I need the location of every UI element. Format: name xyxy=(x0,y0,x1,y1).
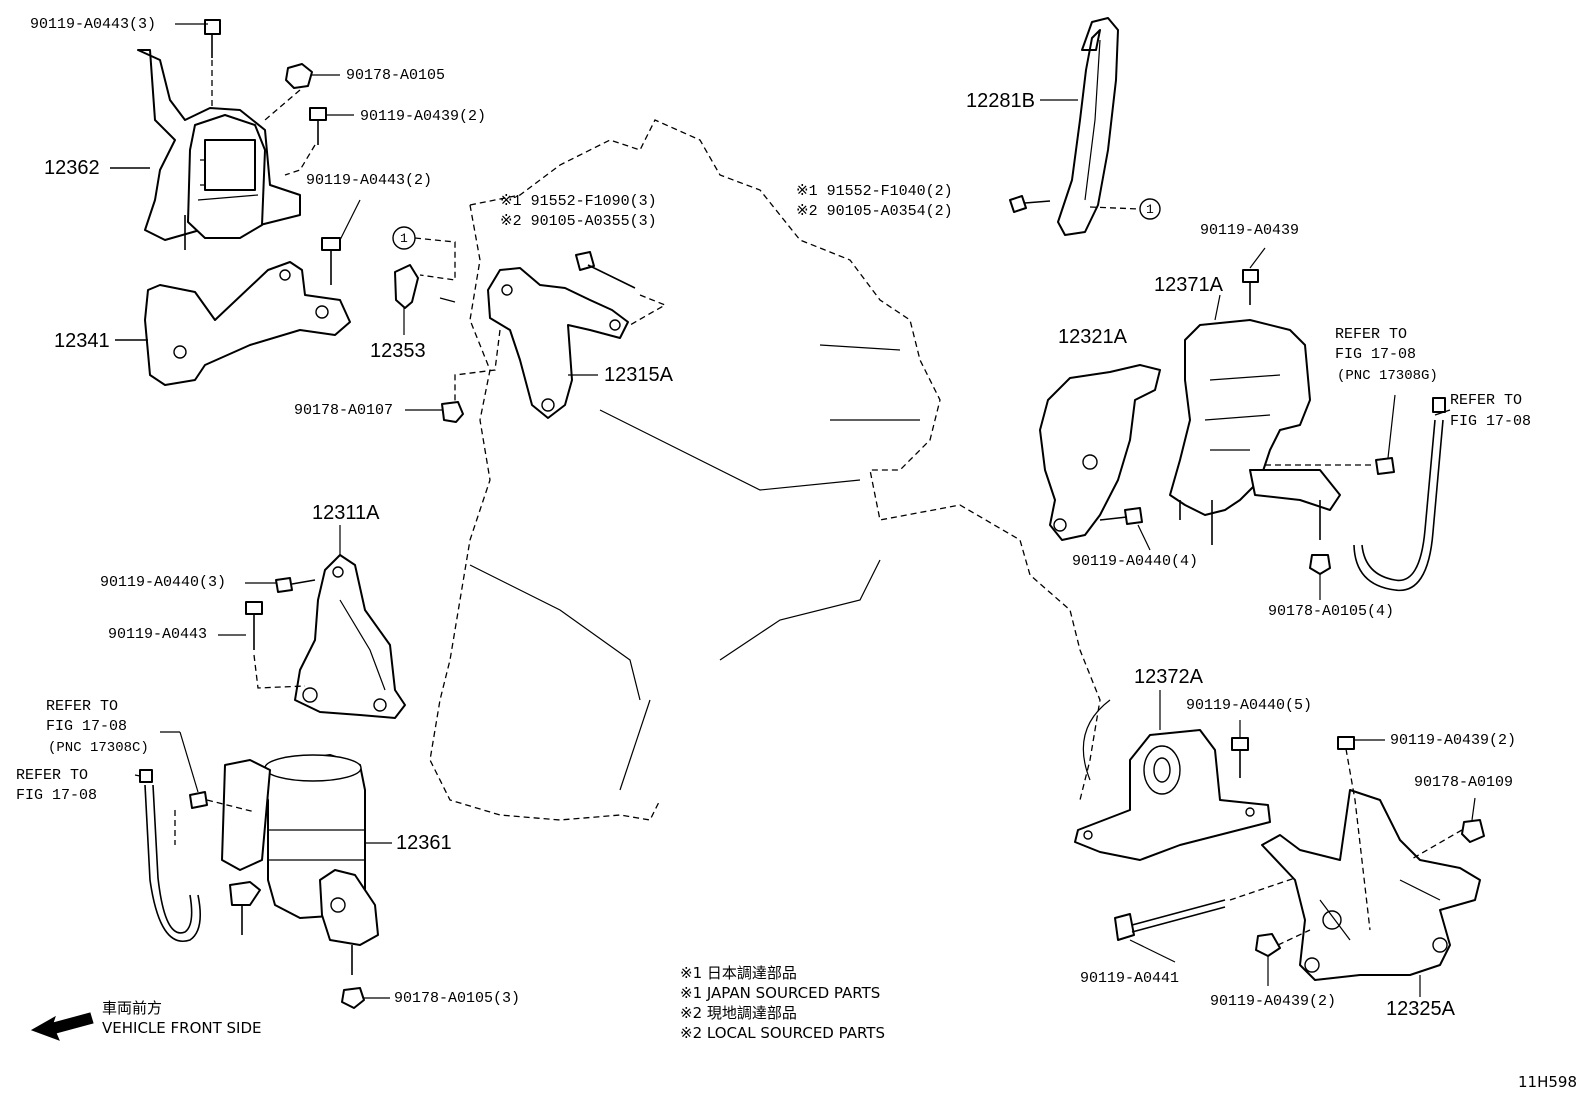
label-bolt-90119-A0443-3: 90119-A0443(3) xyxy=(30,16,157,33)
refer-left-1-line3: (PNC 17308C) xyxy=(48,740,149,756)
refer-left-1-line2: FIG 17-08 xyxy=(46,718,128,735)
label-bolt-90119-A0440-3: 90119-A0440(3) xyxy=(100,574,227,591)
legend-2-english: ※2 LOCAL SOURCED PARTS xyxy=(680,1024,885,1042)
mount-12325A xyxy=(1114,736,1485,997)
note-90105-A0354: ※2 90105-A0354(2) xyxy=(796,203,953,220)
legend-1-japanese: ※1 日本調達部品 xyxy=(680,964,797,982)
mount-12361 xyxy=(221,754,392,975)
label-ref-1-left: 1 xyxy=(400,231,408,246)
note-90105-A0355: ※2 90105-A0355(3) xyxy=(500,213,657,230)
label-bolt-90119-A0443-2: 90119-A0443(2) xyxy=(306,172,433,189)
mount-12372A xyxy=(1074,690,1271,861)
label-part-12281B: 12281B xyxy=(966,90,1035,112)
hose-left xyxy=(139,731,256,942)
note-91552-F1090: ※1 91552-F1090(3) xyxy=(500,193,657,210)
bolt-90119-A0443-2 xyxy=(321,199,361,285)
refer-right-1-line3: (PNC 17308G) xyxy=(1337,368,1438,384)
refer-left-2-line2: FIG 17-08 xyxy=(16,787,98,804)
bolt-90119-A0439-top xyxy=(309,107,354,145)
label-nut-90178-A0105: 90178-A0105 xyxy=(346,67,446,84)
label-part-12325A: 12325A xyxy=(1386,998,1455,1020)
label-part-12371A: 12371A xyxy=(1154,274,1223,296)
refer-left-2-line1: REFER TO xyxy=(16,767,89,784)
front-label-japanese: 車両前方 xyxy=(102,999,163,1017)
bracket-12341 xyxy=(115,261,351,386)
label-bolt-90119-A0439-right: 90119-A0439 xyxy=(1200,222,1300,239)
legend-1-english: ※1 JAPAN SOURCED PARTS xyxy=(680,984,881,1002)
label-bolt-90119-A0439-2-bottom: 90119-A0439(2) xyxy=(1210,993,1337,1010)
label-part-12311A: 12311A xyxy=(312,502,380,524)
bracket-12321A xyxy=(1039,364,1161,551)
label-bolt-90119-A0441: 90119-A0441 xyxy=(1080,970,1180,987)
label-bolt-90119-A0440-5: 90119-A0440(5) xyxy=(1186,697,1313,714)
nut-90178-A0105-4 xyxy=(1309,554,1331,600)
label-part-12341: 12341 xyxy=(54,330,110,352)
label-part-12315A: 12315A xyxy=(604,364,673,386)
label-nut-90178-A0109: 90178-A0109 xyxy=(1414,774,1514,791)
note-91552-F1040: ※1 91552-F1040(2) xyxy=(796,183,953,200)
mount-12371A xyxy=(1169,269,1341,545)
refer-right-2-line2: FIG 17-08 xyxy=(1450,413,1532,430)
legend-2-japanese: ※2 現地調達部品 xyxy=(680,1004,797,1022)
label-bolt-90119-A0443: 90119-A0443 xyxy=(108,626,208,643)
mount-12362 xyxy=(110,19,316,250)
label-nut-90178-A0105-3: 90178-A0105(3) xyxy=(394,990,521,1007)
front-label-english: VEHICLE FRONT SIDE xyxy=(102,1019,262,1037)
refer-right-2-line1: REFER TO xyxy=(1450,392,1523,409)
label-part-12362: 12362 xyxy=(44,157,100,179)
label-bolt-90119-A0439-2-right: 90119-A0439(2) xyxy=(1390,732,1517,749)
refer-right-1-line1: REFER TO xyxy=(1335,326,1408,343)
label-part-12361: 12361 xyxy=(396,832,452,854)
part-12353 xyxy=(392,226,456,335)
label-bolt-90119-A0439-2-top: 90119-A0439(2) xyxy=(360,108,487,125)
label-part-12321A: 12321A xyxy=(1058,326,1127,348)
label-part-12353: 12353 xyxy=(370,340,426,362)
label-bolt-90119-A0440-4: 90119-A0440(4) xyxy=(1072,553,1199,570)
bracket-12311A xyxy=(245,525,406,719)
label-ref-1-right: 1 xyxy=(1146,202,1154,217)
arrow-left-icon xyxy=(30,1012,94,1041)
label-nut-90178-A0105-4: 90178-A0105(4) xyxy=(1268,603,1395,620)
engine-outline xyxy=(429,119,1111,821)
label-part-12372A: 12372A xyxy=(1134,666,1203,688)
refer-left-1-line1: REFER TO xyxy=(46,698,119,715)
arm-12281B xyxy=(1009,17,1161,236)
nut-90178-A0105 xyxy=(285,63,340,89)
refer-right-1-line2: FIG 17-08 xyxy=(1335,346,1417,363)
leader-lines xyxy=(134,23,1476,986)
figure-code: 11H598 xyxy=(1518,1073,1577,1091)
nut-90178-A0105-3 xyxy=(341,987,390,1009)
bracket-12315A xyxy=(405,251,667,423)
label-nut-90178-A0107: 90178-A0107 xyxy=(294,402,394,419)
hose-right xyxy=(1265,394,1446,592)
